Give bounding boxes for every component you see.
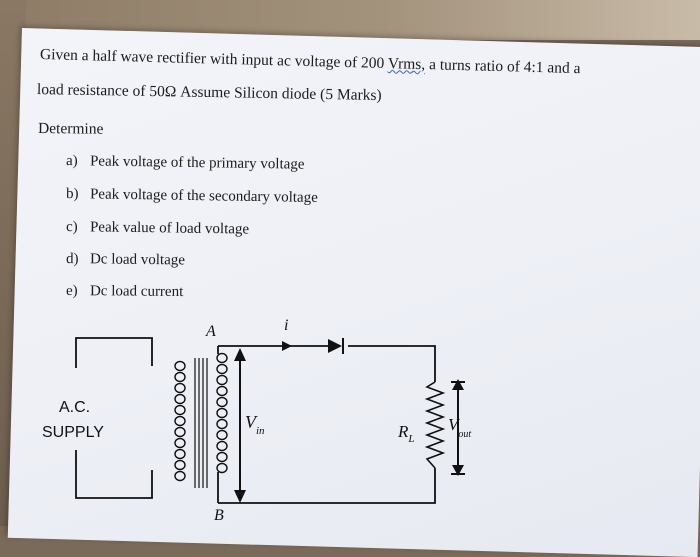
circuit-diagram: A B i Vin RL Vout A.C. SUPPLY: [42, 317, 471, 524]
current-label: i: [284, 317, 288, 334]
vout-label: Vout: [448, 415, 471, 440]
vout-arrow-head-bottom: [452, 465, 464, 476]
primary-coil: [174, 360, 186, 482]
wire-top-right: [348, 345, 436, 382]
supply-wire-top: [75, 337, 153, 368]
current-arrow-icon: [282, 341, 292, 351]
node-a-label: A: [205, 323, 216, 340]
rl-label: RL: [397, 422, 415, 445]
secondary-coil: [216, 352, 228, 474]
supply-label-line-1: A.C.: [59, 399, 90, 416]
node-b-label: B: [214, 507, 224, 524]
wire-bottom: [218, 468, 436, 504]
diode-icon: [328, 338, 344, 354]
vout-arrow-head-top: [452, 379, 464, 390]
vin-arrow-head-top: [234, 348, 246, 361]
resistor-icon: [424, 381, 446, 469]
supply-label-line-2: SUPPLY: [42, 424, 104, 441]
vin-arrow-head-bottom: [234, 490, 246, 503]
supply-wire-bottom: [75, 450, 153, 499]
vin-label: Vin: [245, 412, 265, 437]
transformer-core: [194, 358, 208, 488]
